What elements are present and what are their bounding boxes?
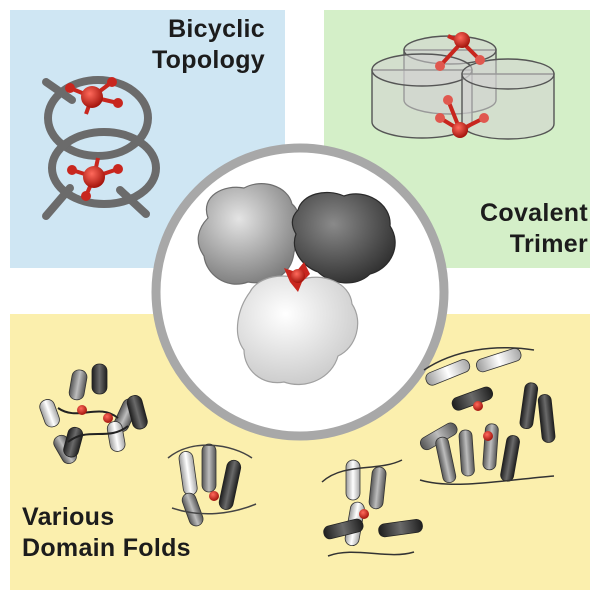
label-line: Various bbox=[22, 503, 115, 531]
label-line: Bicyclic bbox=[168, 15, 265, 43]
bicyclic-ring-icon bbox=[42, 76, 160, 220]
protein-surface-icon bbox=[197, 183, 396, 386]
covalent-trimer-label: Covalent Trimer bbox=[480, 198, 588, 260]
bicyclic-topology-label: Bicyclic Topology bbox=[0, 14, 265, 76]
domain-fold-icon bbox=[39, 363, 148, 465]
label-line: Topology bbox=[151, 46, 265, 74]
domain-fold-icon bbox=[321, 459, 423, 557]
domain-fold-icon bbox=[167, 443, 257, 527]
various-domain-folds-label: Various Domain Folds bbox=[22, 502, 191, 564]
label-line: Domain Folds bbox=[22, 534, 191, 562]
domain-fold-icon bbox=[419, 347, 556, 486]
label-line: Trimer bbox=[509, 230, 588, 258]
trimer-linker-icon bbox=[435, 32, 489, 138]
cylinder-trimer-icon bbox=[371, 35, 555, 140]
label-line: Covalent bbox=[480, 199, 588, 227]
